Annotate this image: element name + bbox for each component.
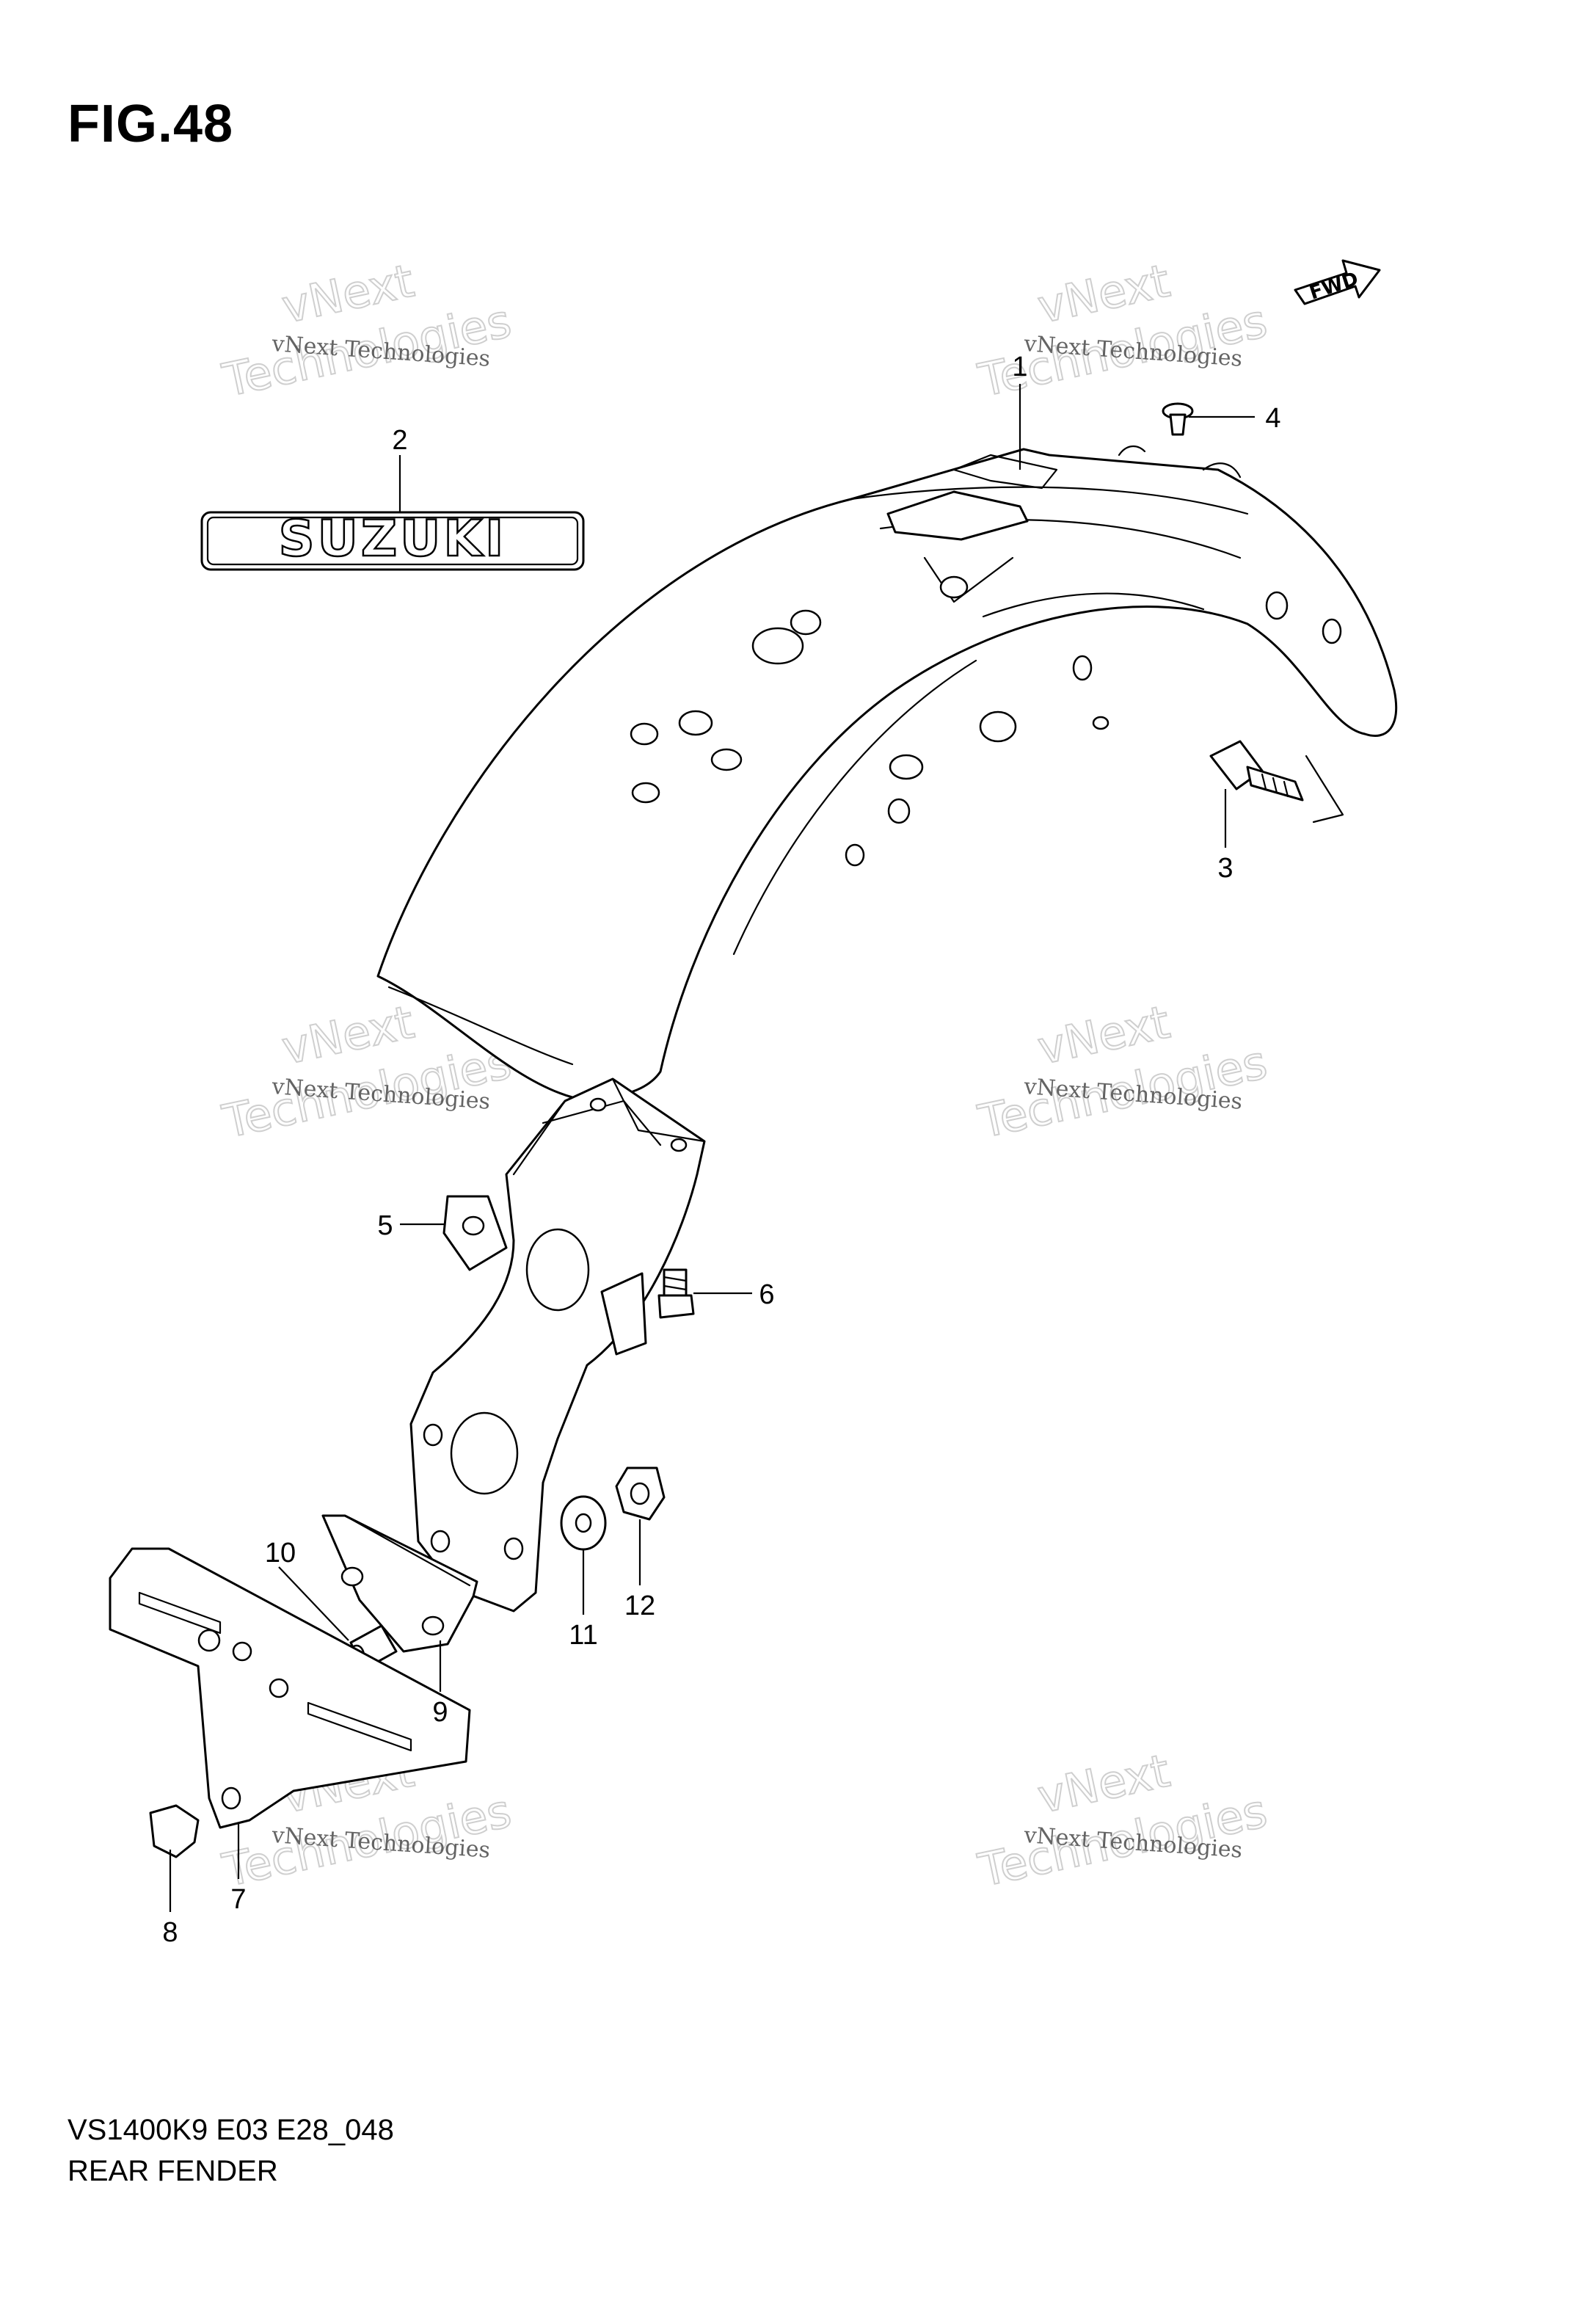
bracket-5 xyxy=(442,1195,508,1271)
svg-text:SUZUKI: SUZUKI xyxy=(279,510,507,568)
license-bracket xyxy=(409,1077,706,1613)
watermark-top-left: vNext Technologies vNext Technologies xyxy=(217,253,517,408)
bolt-3 xyxy=(1209,740,1304,801)
screw-4 xyxy=(1162,402,1194,436)
callout-7: 7 xyxy=(230,1884,246,1915)
callout-6: 6 xyxy=(759,1279,774,1310)
washer-11 xyxy=(560,1495,607,1551)
watermark-top-right: vNext Technologies vNext Technologies xyxy=(973,253,1272,408)
watermark-middle-right: vNext Technologies vNext Technologies xyxy=(973,995,1272,1149)
suzuki-emblem: SUZUKI xyxy=(200,509,585,571)
callout-8: 8 xyxy=(162,1917,178,1948)
callout-4: 4 xyxy=(1265,403,1280,434)
watermark-bottom-right: vNext Technologies vNext Technologies xyxy=(973,1743,1272,1898)
callout-2: 2 xyxy=(392,425,407,456)
callout-numbers: 1 2 3 4 5 6 7 8 9 10 11 12 xyxy=(162,352,1280,1948)
callout-12: 12 xyxy=(624,1591,655,1621)
bolt-6 xyxy=(657,1268,695,1319)
svg-text:FWD: FWD xyxy=(1307,268,1361,305)
figure-name: REAR FENDER xyxy=(68,2155,278,2187)
leader-lines xyxy=(169,384,1255,1912)
fwd-arrow-icon: FWD xyxy=(1294,259,1381,305)
rear-fender xyxy=(376,446,1398,1099)
figure-code: VS1400K9 E03 E28_048 xyxy=(68,2114,394,2146)
plate-holder-7 xyxy=(109,1547,471,1829)
callout-5: 5 xyxy=(377,1210,393,1241)
callout-1: 1 xyxy=(1012,352,1027,382)
callout-9: 9 xyxy=(432,1697,448,1728)
nut-12 xyxy=(615,1466,666,1521)
callout-3: 3 xyxy=(1217,853,1233,884)
grommet-8 xyxy=(149,1804,200,1858)
figure-title: FIG.48 xyxy=(68,95,234,153)
lamp-bracket-9 xyxy=(321,1514,478,1653)
callout-11: 11 xyxy=(569,1620,597,1651)
callout-10: 10 xyxy=(265,1538,296,1568)
